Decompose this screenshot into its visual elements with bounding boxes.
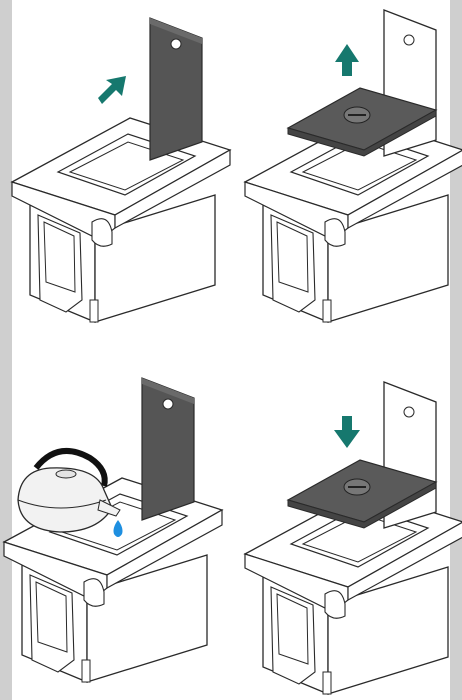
- right-margin: [450, 0, 462, 700]
- step-2-overlay: [288, 10, 436, 156]
- raised-lid-step-3: [142, 378, 194, 520]
- step-4-overlay: [288, 382, 436, 528]
- arrow-up-icon: [335, 44, 359, 76]
- step-3-panel: [4, 378, 222, 682]
- appliance-unit-step-1: [12, 118, 230, 322]
- arrow-up-right-icon: [98, 76, 126, 104]
- left-margin: [0, 0, 12, 700]
- arrow-down-icon: [334, 416, 360, 448]
- raised-lid-step-1: [150, 18, 202, 160]
- step-1-panel: [12, 18, 230, 322]
